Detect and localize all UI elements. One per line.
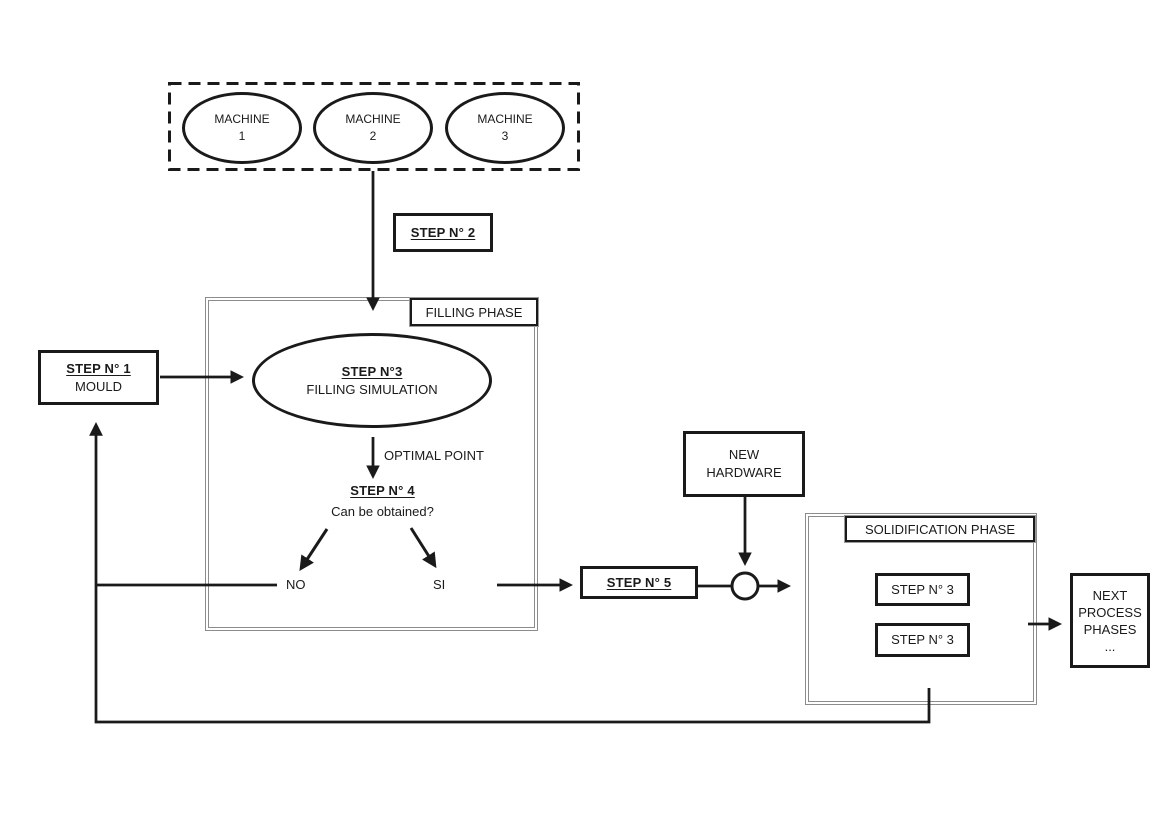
step5-node: STEP N° 5 (580, 566, 698, 599)
machine-2-name: MACHINE (345, 112, 401, 126)
next-process-line1: NEXT (1092, 587, 1128, 603)
machine-2-number: 2 (369, 129, 377, 143)
step1-subtitle: MOULD (75, 378, 122, 394)
step3-simulation-node: STEP N°3 FILLING SIMULATION (252, 333, 492, 428)
solidification-step-2-node: STEP N° 3 (875, 623, 970, 657)
branch-no-label: NO (286, 577, 306, 592)
machine-1-name: MACHINE (214, 112, 270, 126)
step3-title: STEP N°3 (341, 363, 403, 379)
step4-question: Can be obtained? (331, 504, 434, 519)
new-hardware-node: NEW HARDWARE (683, 431, 805, 497)
step3-subtitle: FILLING SIMULATION (306, 381, 438, 397)
new-hardware-line1: NEW (728, 447, 760, 462)
solidification-step-1-node: STEP N° 3 (875, 573, 970, 606)
machine-2-node: MACHINE 2 (313, 92, 433, 164)
branch-si-label: SI (433, 577, 446, 592)
optimal-point-label: OPTIMAL POINT (384, 448, 484, 463)
step1-title: STEP N° 1 (66, 360, 131, 376)
step5-label: STEP N° 5 (606, 574, 672, 590)
solidification-step-1-label: STEP N° 3 (891, 581, 954, 597)
solidification-phase-header-label: SOLIDIFICATION PHASE (864, 521, 1015, 537)
filling-phase-header: FILLING PHASE (409, 297, 539, 327)
machine-3-number: 3 (501, 129, 509, 143)
step2-node: STEP N° 2 (393, 213, 493, 252)
step4-title: STEP N° 4 (350, 483, 415, 498)
next-process-line4: ... (1104, 638, 1116, 654)
machine-3-node: MACHINE 3 (445, 92, 565, 164)
next-process-line3: PHASES (1083, 621, 1137, 637)
solidification-phase-header: SOLIDIFICATION PHASE (844, 515, 1036, 543)
filling-phase-header-label: FILLING PHASE (425, 304, 523, 320)
next-process-line2: PROCESS (1078, 604, 1142, 620)
new-hardware-line2: HARDWARE (706, 465, 782, 480)
step1-mould-node: STEP N° 1 MOULD (38, 350, 159, 405)
step2-label: STEP N° 2 (410, 224, 476, 240)
next-process-node: NEXT PROCESS PHASES ... (1070, 573, 1150, 668)
junction-circle (730, 571, 760, 601)
solidification-step-2-label: STEP N° 3 (891, 632, 954, 647)
machine-1-node: MACHINE 1 (182, 92, 302, 164)
machine-1-number: 1 (238, 129, 246, 143)
machine-3-name: MACHINE (477, 112, 533, 126)
